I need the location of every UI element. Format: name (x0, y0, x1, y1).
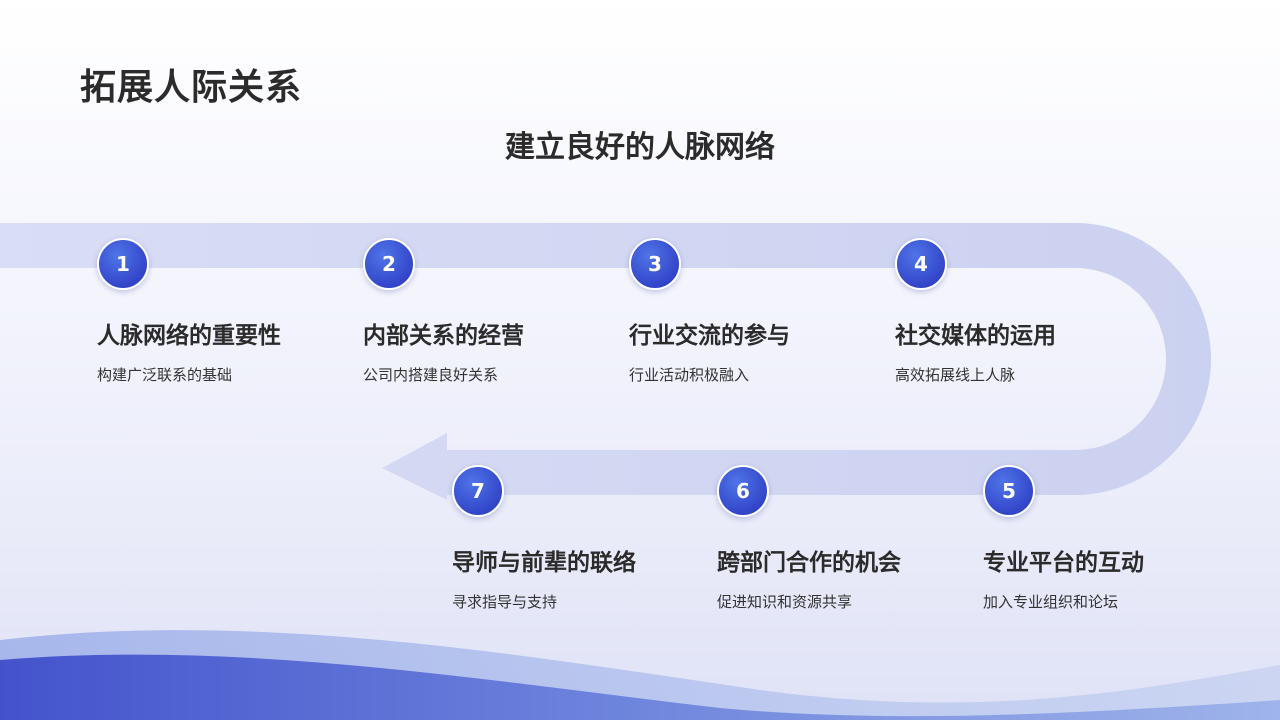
step-number-badge: 7 (452, 465, 504, 517)
step-number-badge: 1 (97, 238, 149, 290)
step-5: 5 专业平台的互动 加入专业组织和论坛 (983, 465, 1233, 612)
slide-subtitle: 建立良好的人脉网络 (505, 130, 775, 165)
step-2: 2 内部关系的经营 公司内搭建良好关系 (363, 238, 613, 385)
step-6: 6 跨部门合作的机会 促进知识和资源共享 (717, 465, 967, 612)
step-number-badge: 3 (629, 238, 681, 290)
step-number-badge: 2 (363, 238, 415, 290)
step-number-badge: 6 (717, 465, 769, 517)
bottom-wave-dark (0, 654, 1280, 720)
step-title: 内部关系的经营 (363, 323, 524, 349)
step-number-badge: 4 (895, 238, 947, 290)
step-title: 专业平台的互动 (983, 550, 1144, 576)
step-description: 高效拓展线上人脉 (895, 366, 1016, 384)
step-title: 导师与前辈的联络 (452, 550, 636, 576)
step-title: 人脉网络的重要性 (97, 323, 281, 349)
step-title: 跨部门合作的机会 (717, 550, 901, 576)
step-description: 寻求指导与支持 (452, 593, 558, 611)
step-description: 行业活动积极融入 (629, 366, 750, 384)
step-7: 7 导师与前辈的联络 寻求指导与支持 (452, 465, 702, 612)
step-1: 1 人脉网络的重要性 构建广泛联系的基础 (97, 238, 347, 385)
step-description: 公司内搭建良好关系 (363, 366, 499, 384)
step-description: 构建广泛联系的基础 (97, 366, 233, 384)
step-title: 行业交流的参与 (629, 323, 790, 349)
step-number-badge: 5 (983, 465, 1035, 517)
step-title: 社交媒体的运用 (895, 323, 1056, 349)
slide-title: 拓展人际关系 (80, 67, 303, 108)
step-3: 3 行业交流的参与 行业活动积极融入 (629, 238, 879, 385)
step-4: 4 社交媒体的运用 高效拓展线上人脉 (895, 238, 1145, 385)
step-description: 促进知识和资源共享 (717, 593, 853, 611)
step-description: 加入专业组织和论坛 (983, 593, 1119, 611)
